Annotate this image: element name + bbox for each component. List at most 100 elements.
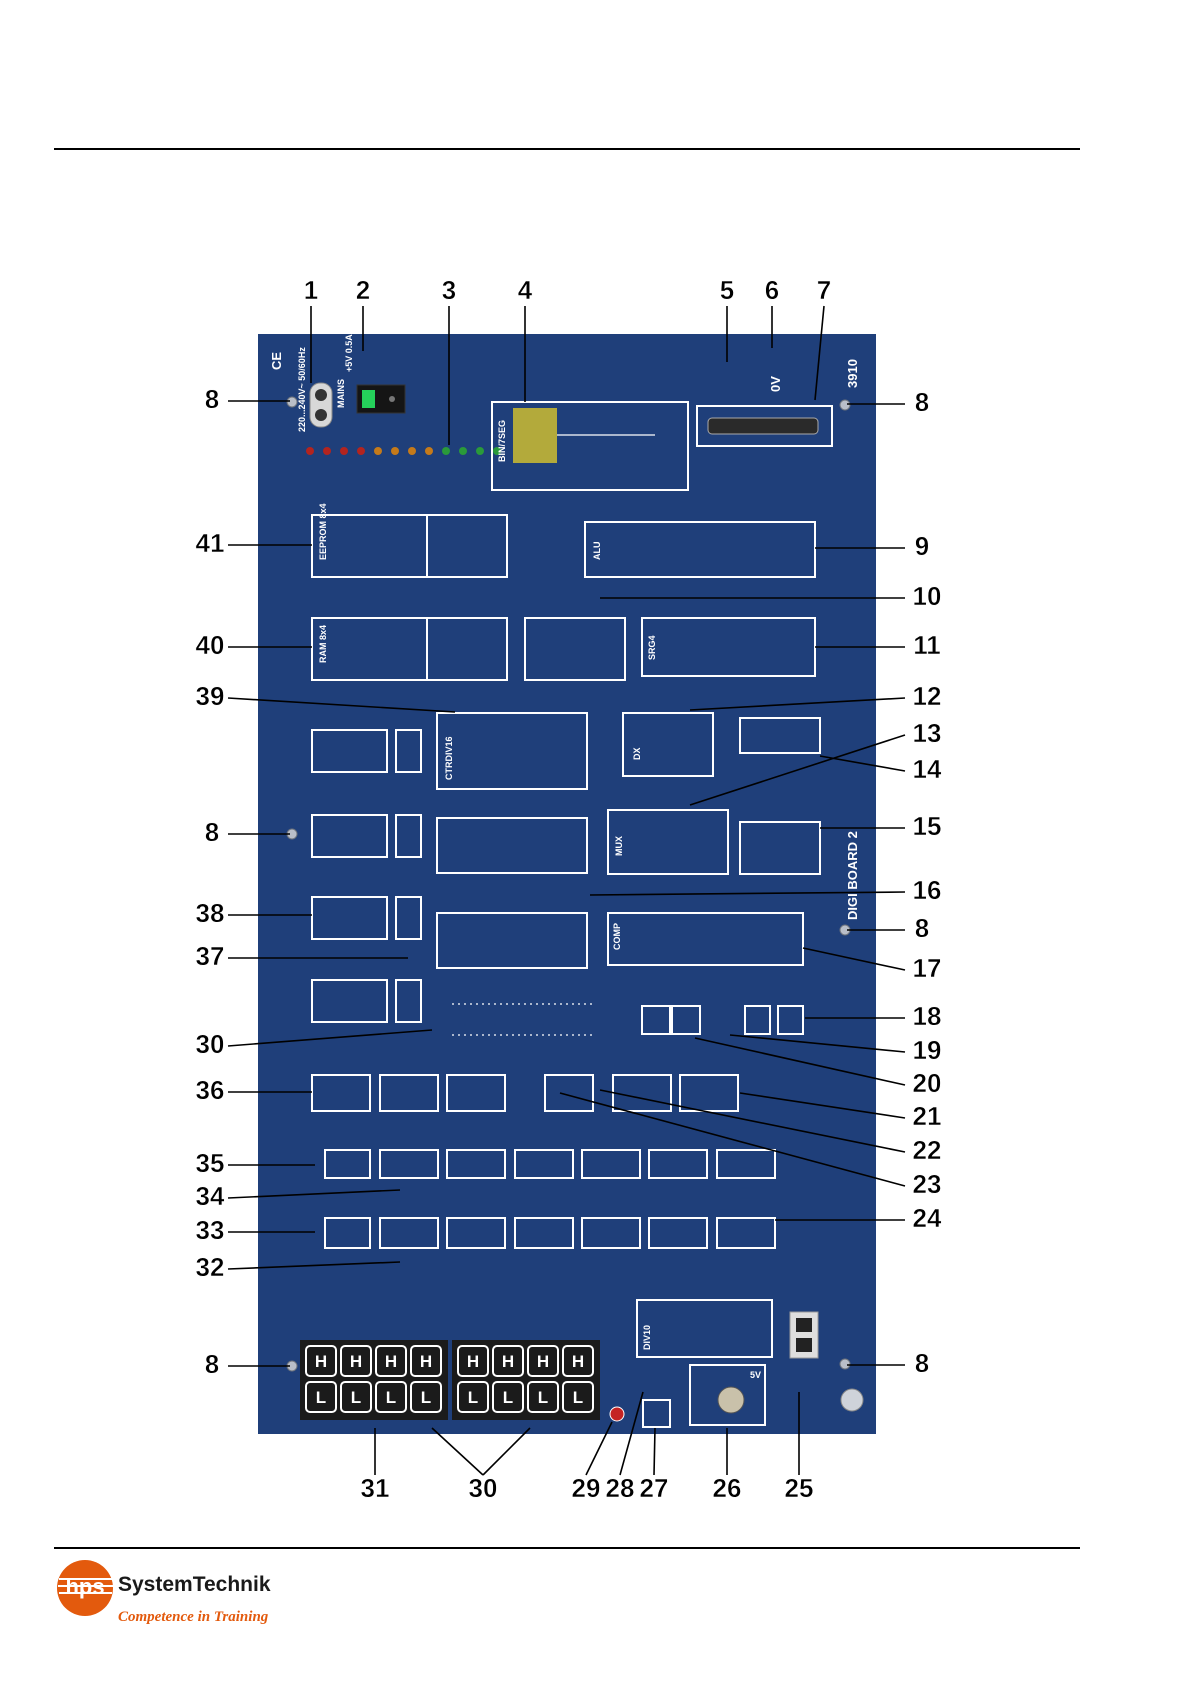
- toggle-key-label: H: [420, 1352, 432, 1371]
- callout-right-8c: 8: [915, 1348, 929, 1378]
- low-key[interactable]: L: [492, 1381, 524, 1413]
- flip-flop-1: [311, 729, 422, 773]
- enable-block: [524, 617, 626, 681]
- leader-line: [559, 1092, 906, 1187]
- toggle-key-label: L: [468, 1388, 478, 1407]
- toggle-key-label: L: [316, 1388, 326, 1407]
- callout-29: 29: [572, 1473, 601, 1503]
- low-key[interactable]: L: [305, 1381, 337, 1413]
- toggle-key-label: L: [351, 1388, 361, 1407]
- ctrdiv16-label: CTRDIV16: [444, 736, 454, 780]
- leader-line: [589, 891, 906, 896]
- callout-12: 12: [913, 681, 942, 711]
- schmitt-triggers: [744, 1005, 804, 1035]
- callout-2: 2: [356, 275, 370, 305]
- pot-label: 5V: [750, 1370, 761, 1380]
- and-gates: [324, 1217, 776, 1249]
- callout-14: 14: [913, 754, 942, 784]
- eeprom-block: EEPROM 8x4: [311, 503, 508, 578]
- mux-label: MUX: [614, 836, 624, 856]
- high-key[interactable]: H: [410, 1345, 442, 1377]
- buffer-gates: [641, 1005, 701, 1035]
- callout-15: 15: [913, 811, 942, 841]
- leader-line: [689, 734, 906, 806]
- bin7seg-label: BIN/7SEG: [497, 420, 507, 462]
- board-badge: [840, 1388, 864, 1412]
- toggle-key-label: H: [537, 1352, 549, 1371]
- callout-4: 4: [518, 275, 533, 305]
- callout-37: 37: [196, 941, 225, 971]
- callout-20: 20: [913, 1068, 942, 1098]
- callout-1: 1: [304, 275, 318, 305]
- mains-label: MAINS: [336, 379, 346, 408]
- callout-left-8b: 8: [205, 817, 219, 847]
- mains-switch[interactable]: [356, 384, 406, 414]
- high-key[interactable]: H: [305, 1345, 337, 1377]
- flip-flop-3: [311, 896, 422, 940]
- callout-28: 28: [606, 1473, 635, 1503]
- toggle-key-label: H: [350, 1352, 362, 1371]
- toggle-key-label: H: [502, 1352, 514, 1371]
- hps-logo: hps: [57, 1560, 113, 1616]
- low-key[interactable]: L: [340, 1381, 372, 1413]
- logo-text: hps: [65, 1574, 104, 1599]
- callout-31: 31: [361, 1473, 390, 1503]
- low-key[interactable]: L: [375, 1381, 407, 1413]
- callouts-bottom: 31 30 29 28 27 26 25: [360, 1473, 813, 1504]
- div10-label: DIV10: [642, 1325, 652, 1350]
- callout-33: 33: [196, 1215, 225, 1245]
- callout-22: 22: [913, 1135, 942, 1165]
- leader-line: [227, 1261, 401, 1270]
- high-key[interactable]: H: [457, 1345, 489, 1377]
- callout-3: 3: [442, 275, 456, 305]
- callouts-right: 8 9 10 11 12 13 14 15 16 8 17 18 19 20 2…: [912, 387, 942, 1379]
- leader-line: [227, 697, 456, 713]
- low-key[interactable]: L: [562, 1381, 594, 1413]
- callout-5: 5: [720, 275, 734, 305]
- callout-18: 18: [913, 1001, 942, 1031]
- ce-mark: CE: [269, 352, 284, 370]
- leader-line: [619, 1391, 644, 1476]
- callout-left-8a: 8: [205, 384, 219, 414]
- leader-line: [653, 1427, 656, 1476]
- led-row: [306, 447, 501, 455]
- low-key[interactable]: L: [527, 1381, 559, 1413]
- callout-38: 38: [196, 898, 225, 928]
- dip-switch[interactable]: [789, 1311, 819, 1359]
- converter-block: [739, 821, 821, 875]
- high-key[interactable]: H: [492, 1345, 524, 1377]
- callout-9: 9: [915, 531, 929, 561]
- callout-24: 24: [913, 1203, 942, 1233]
- toggle-key-label: H: [572, 1352, 584, 1371]
- high-key[interactable]: H: [375, 1345, 407, 1377]
- leader-line: [227, 1029, 433, 1047]
- high-key[interactable]: H: [562, 1345, 594, 1377]
- high-key[interactable]: H: [340, 1345, 372, 1377]
- potentiometer[interactable]: 5V: [689, 1364, 766, 1426]
- board-screws: [286, 396, 851, 1372]
- low-key[interactable]: L: [410, 1381, 442, 1413]
- callouts-top: 1 2 3 4 5 6 7: [304, 275, 832, 306]
- leader-line: [599, 1089, 906, 1153]
- leader-line: [739, 1092, 906, 1119]
- toggle-key-label: L: [421, 1388, 431, 1407]
- low-key[interactable]: L: [457, 1381, 489, 1413]
- adder-block-2: [436, 912, 588, 969]
- high-key[interactable]: H: [527, 1345, 559, 1377]
- dsub-connector[interactable]: [696, 405, 833, 447]
- callout-27: 27: [640, 1473, 669, 1503]
- callout-21: 21: [913, 1101, 942, 1131]
- callout-35: 35: [196, 1148, 225, 1178]
- toggle-key-label: L: [386, 1388, 396, 1407]
- mains-socket[interactable]: [309, 382, 333, 428]
- callout-11: 11: [913, 630, 941, 660]
- or-gates: [324, 1149, 776, 1179]
- callout-39: 39: [196, 681, 225, 711]
- callout-right-8a: 8: [915, 387, 929, 417]
- dx-block: DX: [622, 712, 714, 777]
- callout-13: 13: [913, 718, 942, 748]
- flip-flop-2: [311, 814, 422, 858]
- leader-line: [431, 1427, 484, 1476]
- zero-volt-label: 0V: [768, 376, 783, 392]
